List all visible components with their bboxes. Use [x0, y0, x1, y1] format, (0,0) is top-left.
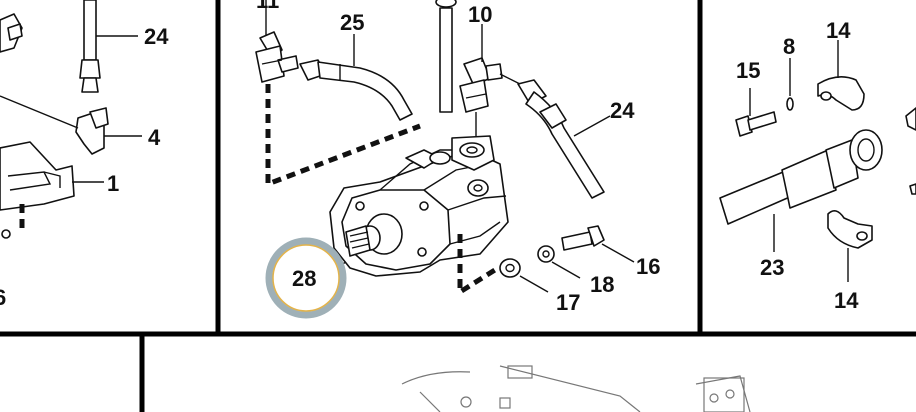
bottom-panel: [401, 365, 751, 412]
label-11[interactable]: 11: [256, 0, 279, 13]
label-28[interactable]: 28: [292, 266, 316, 291]
left-panel: [0, 0, 142, 239]
middle-panel: [255, 0, 635, 319]
elbow-fitting-11: [255, 31, 299, 83]
label-14-bottom[interactable]: 14: [834, 288, 859, 313]
label-24-middle[interactable]: 24: [610, 98, 635, 123]
hose-25: [299, 59, 413, 121]
label-17[interactable]: 17: [556, 290, 580, 315]
clamp-half-14-top: [817, 76, 865, 111]
label-14-top[interactable]: 14: [826, 18, 851, 43]
hose-24-left-fitting: [79, 59, 101, 79]
label-1[interactable]: 1: [107, 171, 119, 196]
washer-18: [537, 245, 555, 263]
bolt-16: [561, 225, 605, 251]
label-16[interactable]: 16: [636, 254, 660, 279]
label-18[interactable]: 18: [590, 272, 614, 297]
label-23[interactable]: 23: [760, 255, 784, 280]
bolt-top-10: [435, 0, 457, 113]
washer-17: [499, 258, 521, 278]
hose-24-left: [83, 0, 97, 61]
label-15[interactable]: 15: [736, 58, 760, 83]
hose-24-middle: [517, 79, 605, 199]
label-6-partial[interactable]: 6: [0, 285, 6, 310]
label-10[interactable]: 10: [468, 2, 492, 27]
highlight-callout-28[interactable]: [265, 237, 347, 319]
label-25[interactable]: 25: [340, 10, 364, 35]
label-24-left[interactable]: 24: [144, 24, 169, 49]
hydraulic-pump: [329, 135, 509, 277]
washer-8: [786, 97, 794, 111]
right-panel: [719, 40, 916, 282]
part-labels: 24 4 1 6 11 25 10 24 16 18 17 28 14 8 15…: [0, 0, 859, 315]
elbow-fitting-10: [459, 57, 503, 113]
bracket-1: [0, 141, 75, 211]
label-8[interactable]: 8: [783, 34, 795, 59]
clamp-half-14-bottom: [827, 210, 873, 249]
highlight-ring-inner: [272, 244, 340, 312]
highlight-ring: [265, 237, 347, 319]
label-4[interactable]: 4: [148, 125, 161, 150]
pipe-23: [719, 129, 883, 225]
hose-24-left-nut: [81, 77, 99, 93]
bolt-15: [735, 111, 777, 137]
